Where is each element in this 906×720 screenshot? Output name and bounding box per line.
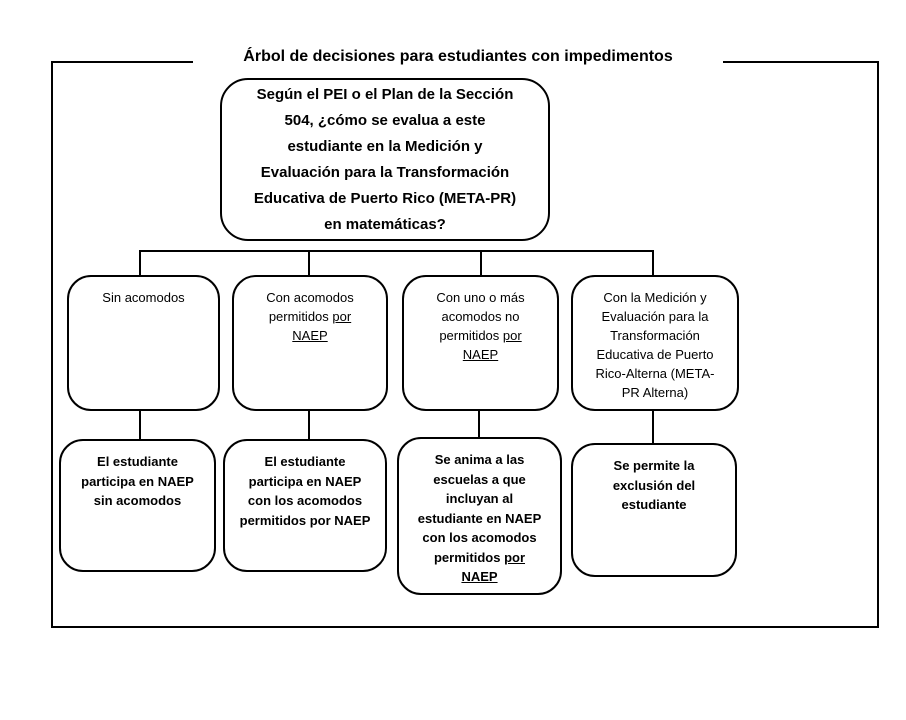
outcome-box-se-anima-incluir: Se anima a las escuelas a que incluyan a… — [397, 437, 562, 595]
connector-stub-outcome-2 — [308, 409, 310, 441]
outcome-box-se-permite-exclusion: Se permite la exclusión del estudiante — [571, 443, 737, 577]
connector-trunk-line — [139, 250, 654, 252]
option-box-sin-acomodos: Sin acomodos — [67, 275, 220, 411]
option-box-meta-pr-alterna: Con la Medición y Evaluación para la Tra… — [571, 275, 739, 411]
connector-stub-outcome-1 — [139, 409, 141, 441]
connector-stub-option-2 — [308, 250, 310, 277]
connector-stub-outcome-4 — [652, 409, 654, 445]
connector-stub-outcome-3 — [478, 409, 480, 439]
option-box-acomodos-no-permitidos: Con uno o más acomodos no permitidos por… — [402, 275, 559, 411]
connector-stub-option-1 — [139, 250, 141, 277]
outcome-box-participa-con-acomodos: El estudiante participa en NAEP con los … — [223, 439, 387, 572]
root-question-text: Según el PEI o el Plan de la Sección 504… — [253, 85, 517, 233]
option-box-con-acomodos-permitidos: Con acomodos permitidos por NAEP — [232, 275, 388, 411]
connector-stub-option-4 — [652, 250, 654, 277]
outcome-box-participa-sin-acomodos: El estudiante participa en NAEP sin acom… — [59, 439, 216, 572]
root-question-box: Según el PEI o el Plan de la Sección 504… — [220, 78, 550, 241]
diagram-title: Árbol de decisiones para estudiantes con… — [193, 45, 723, 70]
connector-stub-option-3 — [480, 250, 482, 277]
